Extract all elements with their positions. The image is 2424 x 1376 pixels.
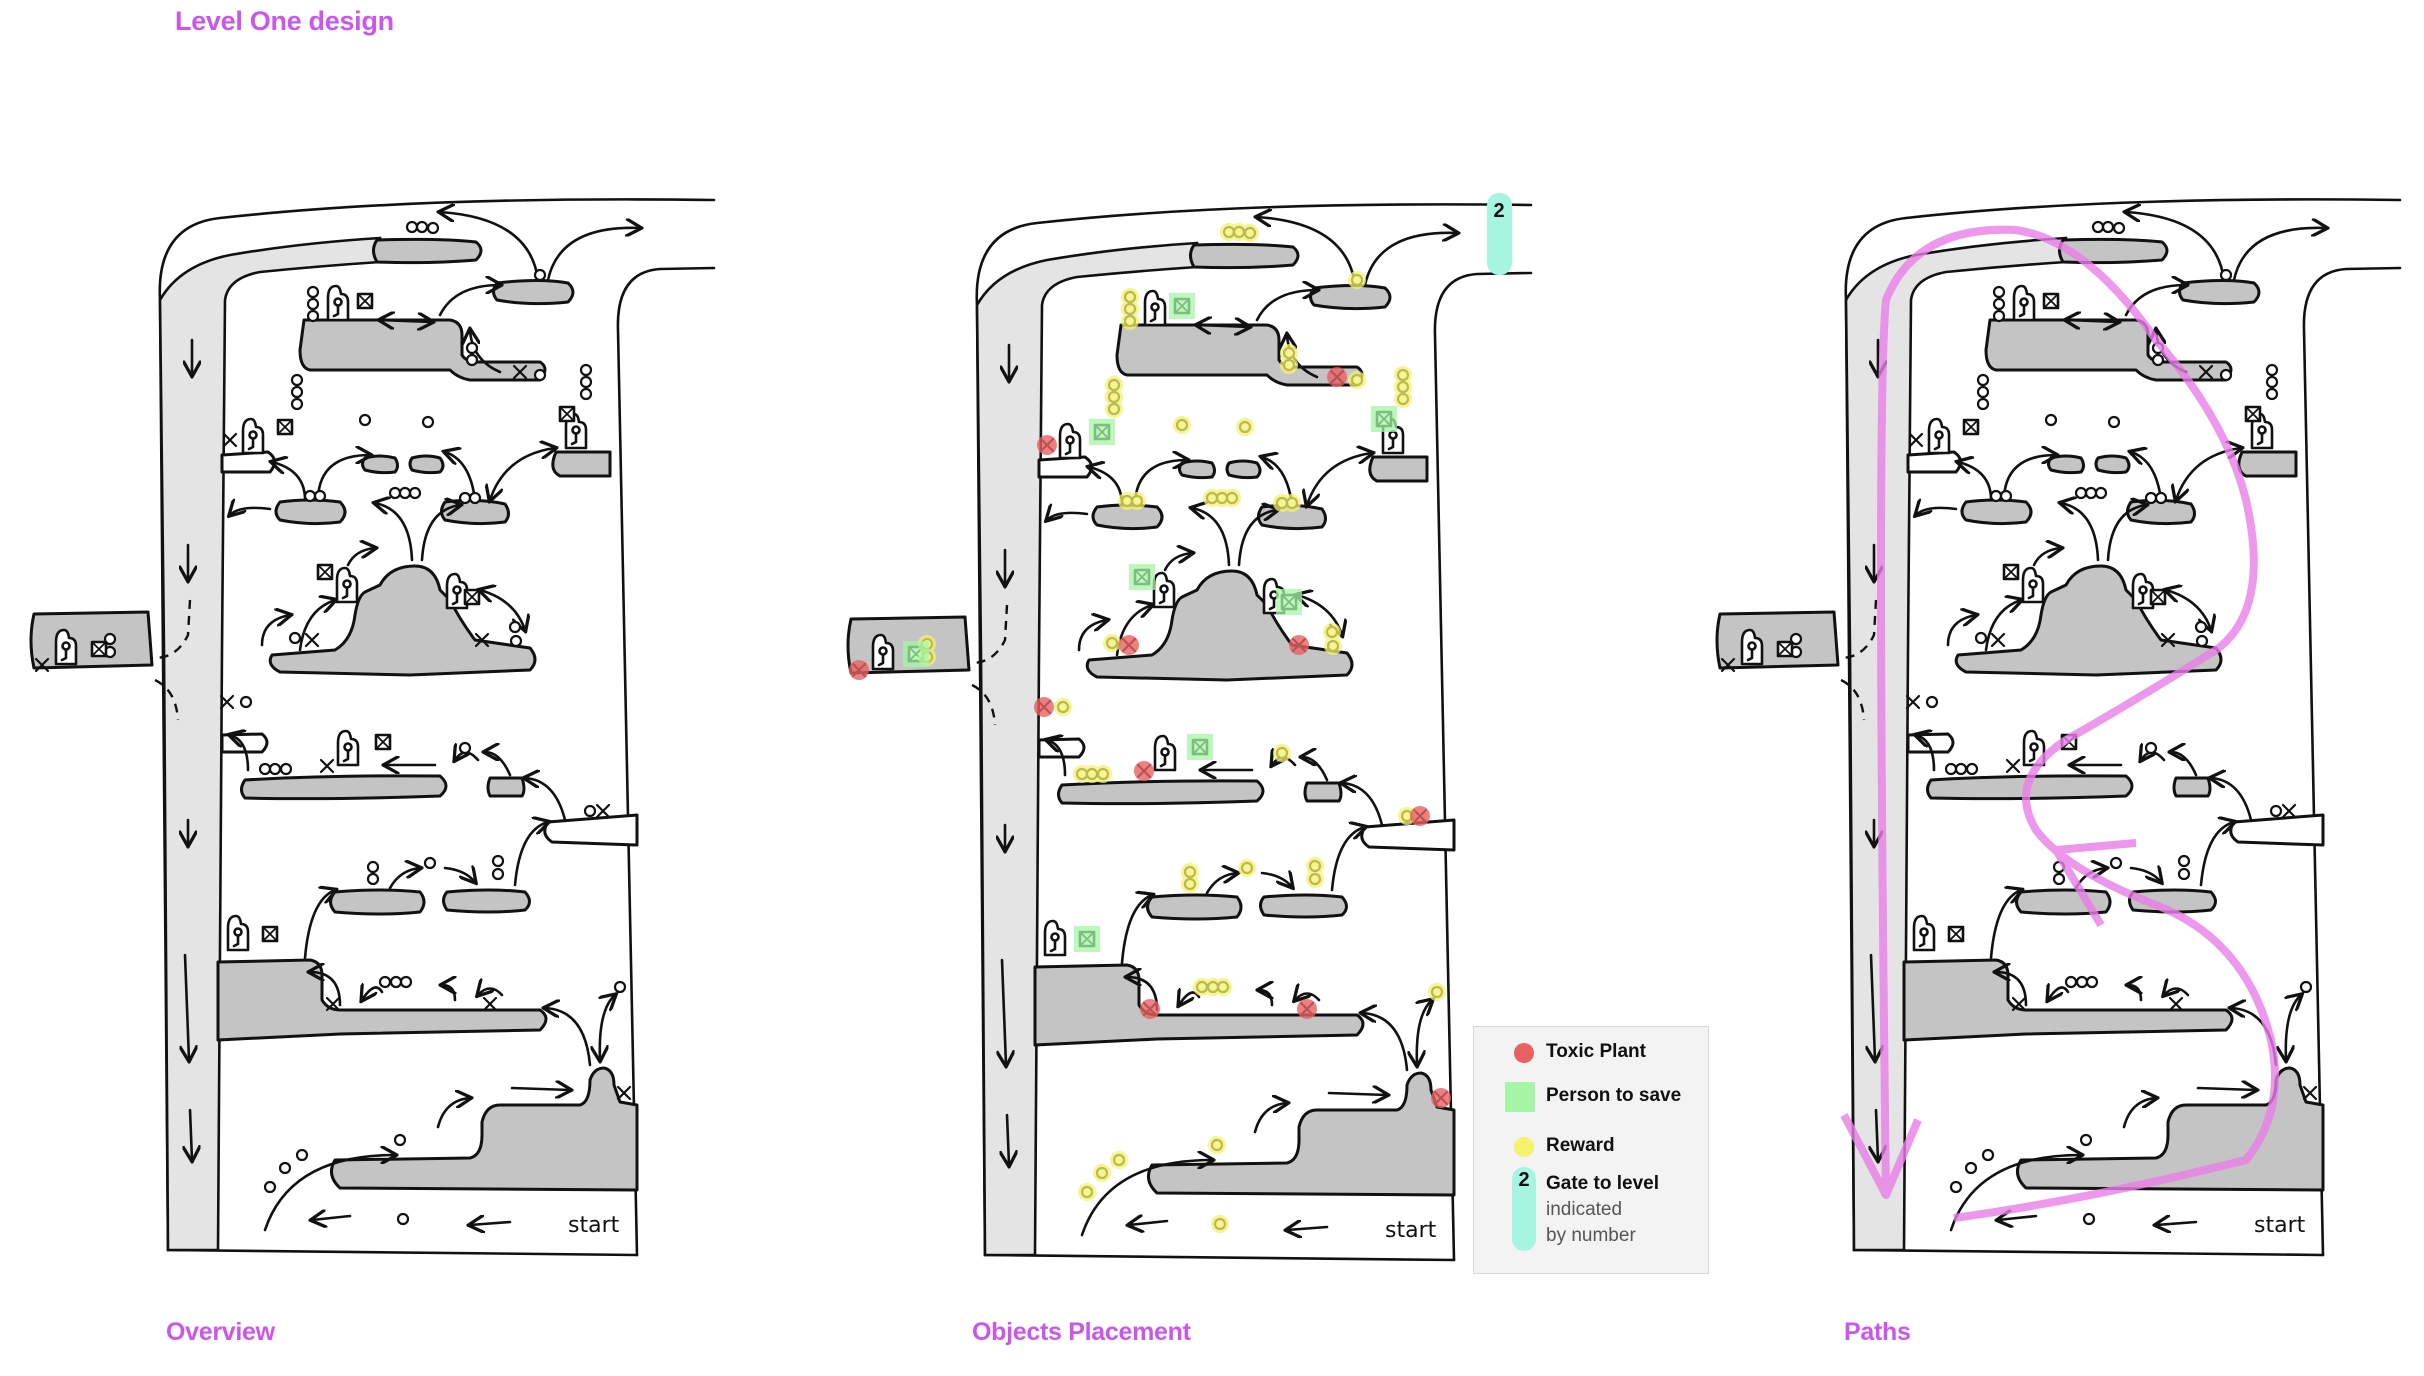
- gate-icon-number: 2: [1518, 1169, 1530, 1191]
- reward-icon: [1514, 1137, 1534, 1157]
- legend-sublabel-gate-1: indicated: [1546, 1199, 1623, 1220]
- overview-panel: [31, 199, 714, 1255]
- path-main-route: [1877, 225, 2280, 1222]
- legend-label-gate: Gate to level: [1546, 1173, 1659, 1194]
- toxic-plant-highlights: [849, 367, 1451, 1108]
- legend-label-person: Person to save: [1546, 1085, 1682, 1106]
- legend-label-reward: Reward: [1546, 1135, 1615, 1156]
- reward-highlights: [918, 223, 1446, 1233]
- level-gate: 2: [1487, 193, 1512, 275]
- legend-sublabel-gate-2: by number: [1546, 1225, 1636, 1246]
- objects-level-sketch: [848, 204, 1531, 1260]
- path-arrowhead: [1840, 1113, 1922, 1199]
- caption-objects-placement: Objects Placement: [972, 1318, 1191, 1346]
- gate-icon: 2: [1512, 1167, 1536, 1251]
- overview-level-sketch: [31, 199, 714, 1255]
- caption-paths: Paths: [1844, 1318, 1911, 1346]
- gate-number: 2: [1493, 200, 1504, 222]
- page-title: Level One design: [175, 6, 394, 36]
- paths-level-sketch: [1717, 199, 2400, 1255]
- objects-panel: 2: [848, 193, 1531, 1260]
- legend-label-toxic-plant: Toxic Plant: [1546, 1041, 1646, 1062]
- path-branch: [2052, 839, 2137, 928]
- person-to-save-icon: [1505, 1082, 1535, 1112]
- legend: Toxic Plant Person to save Reward 2 Gate…: [1473, 1026, 1709, 1274]
- paths-panel: [1717, 199, 2400, 1255]
- player-path: [1840, 225, 2280, 1222]
- toxic-plant-icon: [1514, 1043, 1534, 1063]
- caption-overview: Overview: [166, 1318, 275, 1346]
- person-highlights: [903, 293, 1397, 952]
